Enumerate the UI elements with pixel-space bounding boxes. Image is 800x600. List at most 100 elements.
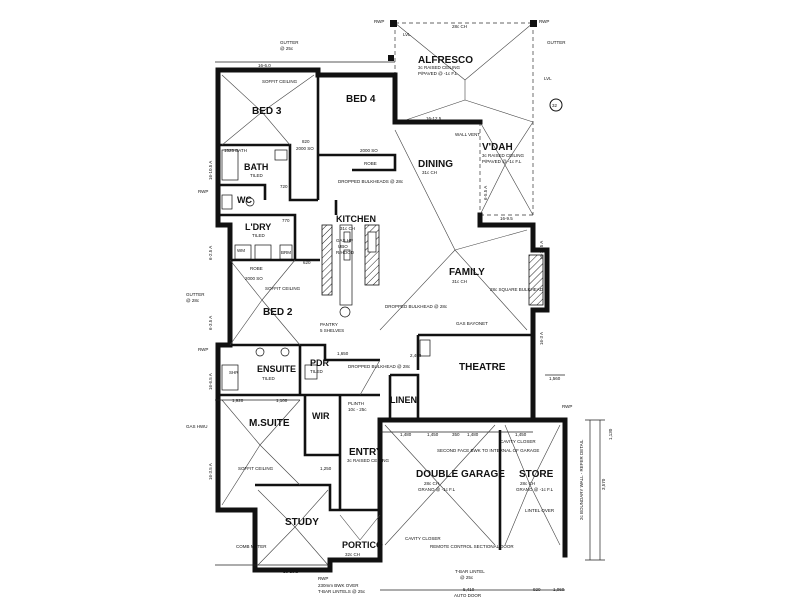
kitchen-gas-hp: GAS HP bbox=[336, 238, 353, 243]
room-double-garage: DOUBLE GARAGE bbox=[416, 469, 505, 480]
dim-5410: 5,410 bbox=[463, 587, 475, 592]
note-pantry: PANTRY bbox=[320, 322, 338, 327]
dim-top-1: 16-6.0 bbox=[258, 63, 271, 68]
note-cavity-closer-1: CAVITY CLOSER bbox=[500, 439, 536, 444]
store-grano: GRANO @ -1c F.L bbox=[516, 487, 554, 492]
dining-ch: 31c CH bbox=[422, 170, 437, 175]
note-lintel-over: LINTEL OVER bbox=[525, 508, 555, 513]
alfresco-note-ceiling: 3c RAISED CEILING bbox=[418, 65, 461, 70]
room-study: STUDY bbox=[285, 517, 319, 528]
dim-right-2: 16-3 A bbox=[539, 332, 544, 345]
note-ceiling-2000-2: 2000 SO bbox=[360, 148, 378, 153]
note-dropped-bulkhead: DROPPED BULKHEAD @ 28c bbox=[385, 304, 448, 309]
note-rwp-6: RWP bbox=[318, 576, 328, 581]
family-bulkhead: 28c SQUARE BULKHEAD bbox=[490, 287, 544, 292]
room-labels: ALFRESCO 3c RAISED CEILING P/PAVED @ -1c… bbox=[237, 55, 554, 557]
dimension-rails bbox=[215, 61, 605, 591]
room-wc: WC bbox=[237, 195, 252, 205]
note-robe-1: ROBE bbox=[364, 161, 377, 166]
note-rwp-3: RWP bbox=[198, 189, 208, 194]
kitchen-rhood: R/HOOD bbox=[336, 250, 355, 255]
room-ensuite: ENSUITE bbox=[257, 364, 296, 374]
note-shr: SHR bbox=[229, 370, 239, 375]
room-dining: DINING bbox=[418, 159, 453, 170]
note-cavity-closer-2: CAVITY CLOSER bbox=[405, 536, 441, 541]
dim-vdah-side: 6-5.5 A bbox=[483, 186, 488, 200]
room-linen: LINEN bbox=[390, 395, 417, 405]
dim-920: 920 bbox=[533, 587, 541, 592]
note-bath-dim: 1525 BATH bbox=[224, 148, 247, 153]
dimension-labels: 16-6.0 28c CH 16-12.5 16-9.5 16-10.5 1,6… bbox=[208, 24, 613, 592]
dim-left-5: 16-3.5 A bbox=[208, 463, 213, 480]
dim-1130: 1,130 bbox=[608, 428, 613, 440]
dim-bottom-study: 16-10.5 bbox=[283, 569, 299, 574]
note-shelves: 5 SHELVES bbox=[320, 328, 344, 333]
note-rwp-1: RWP bbox=[374, 19, 384, 24]
ldry-tiled: TILED bbox=[252, 233, 266, 238]
note-rwp-2: RWP bbox=[539, 19, 549, 24]
note-gutter-left: GUTTER bbox=[186, 292, 205, 297]
kitchen-ch: 31c CH bbox=[340, 226, 355, 231]
dim-1250: 1,250 bbox=[320, 466, 332, 471]
dropped-bulkheads: DROPPED BULKHEADS @ 28c bbox=[338, 179, 404, 184]
dim-3570: 3,570 bbox=[601, 478, 606, 490]
room-bath: BATH bbox=[244, 162, 268, 172]
dim-alfresco-top: 28c CH bbox=[452, 24, 467, 29]
note-bulkhead-28: DROPPED BULKHEAD @ 28c bbox=[348, 364, 411, 369]
note-plinth-val: 10c - 25c bbox=[348, 407, 367, 412]
dim-1920: 1,920 bbox=[232, 398, 244, 403]
room-ldry: L'DRY bbox=[245, 222, 271, 232]
alfresco-area bbox=[388, 20, 563, 216]
note-lvl-2: LVL bbox=[544, 76, 552, 81]
note-gutter-top-val: @ 25c bbox=[280, 46, 294, 51]
dim-1100: 1,100 bbox=[276, 398, 288, 403]
room-vdah: V'DAH bbox=[482, 142, 513, 153]
dim-boundary: 2c BOUNDARY WALL - REFER DETAIL bbox=[579, 439, 584, 520]
room-wir: WIR bbox=[312, 411, 330, 421]
ceiling-diagonals bbox=[221, 74, 561, 566]
dim-alfresco-bottom: 16-12.5 bbox=[426, 116, 442, 121]
alfresco-note-paved: P/PAVED @ -1c F.L bbox=[418, 71, 458, 76]
vdah-note-paved: P/PAVED @ -1c F.L bbox=[482, 159, 522, 164]
note-auto-door: AUTO DOOR bbox=[454, 593, 482, 598]
note-rwp-5: RWP bbox=[562, 404, 572, 409]
note-brm: BRM bbox=[281, 250, 291, 255]
dim-2400: 2,400 bbox=[410, 353, 422, 358]
bath-tiled: TILED bbox=[250, 173, 264, 178]
dim-left-4: 16-6.5 A bbox=[208, 373, 213, 390]
dim-720: 720 bbox=[280, 184, 288, 189]
dim-g4: 1,450 bbox=[515, 432, 527, 437]
room-pdr: PDR bbox=[310, 358, 330, 368]
note-soffit-3: SOFFIT CEILING bbox=[238, 466, 274, 471]
dim-1560: 1,560 bbox=[549, 376, 561, 381]
note-remote-control: REMOTE CONTROL SECTIONAL DOOR bbox=[430, 544, 514, 549]
room-store: STORE bbox=[519, 469, 554, 480]
garage-grano: GRANO @ -1c F.L bbox=[418, 487, 456, 492]
family-ch: 31c CH bbox=[452, 279, 467, 284]
note-soffit-1: SOFFIT CEILING bbox=[262, 79, 298, 84]
store-ch: 28c CH bbox=[520, 481, 535, 486]
room-bed3: BED 3 bbox=[252, 106, 282, 117]
note-tbar-lintels: T-BAR LINTELS @ 25c bbox=[318, 589, 366, 594]
note-soffit-2: SOFFIT CEILING bbox=[265, 286, 301, 291]
dim-620: 620 bbox=[303, 260, 311, 265]
dim-1060: 1,060 bbox=[553, 587, 565, 592]
room-bed4: BED 4 bbox=[346, 94, 376, 105]
note-comb-meter: COMB METER bbox=[236, 544, 267, 549]
dim-820: 820 bbox=[302, 139, 310, 144]
dim-left-3: 6-3.5 A bbox=[208, 316, 213, 330]
note-marker-32: 32 bbox=[552, 103, 558, 108]
note-gas-hwu: GAS HWU bbox=[186, 424, 208, 429]
room-entry: ENTRY bbox=[349, 447, 383, 458]
room-theatre: THEATRE bbox=[459, 362, 506, 373]
note-gas-bayonet: GAS BAYONET bbox=[456, 321, 488, 326]
garage-ch: 28c CH bbox=[424, 481, 439, 486]
annotation-notes: SOFFIT CEILING SOFFIT CEILING SOFFIT CEI… bbox=[186, 19, 572, 598]
dim-g1: 1,480 bbox=[400, 432, 412, 437]
note-wall-vent: WALL VENT bbox=[455, 132, 480, 137]
room-bed2: BED 2 bbox=[263, 307, 293, 318]
note-ceiling-2000-1: 2000 SO bbox=[296, 146, 314, 151]
note-tbar-lintel: T-BAR LINTEL bbox=[455, 569, 485, 574]
note-second-face: SECOND FACE BWK TO INTERNAL OF GARAGE bbox=[437, 448, 539, 453]
